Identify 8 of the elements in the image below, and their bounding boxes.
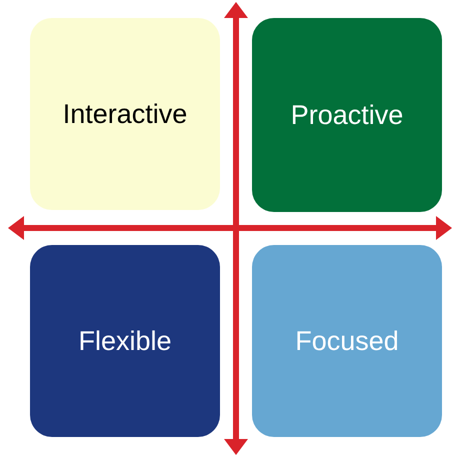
quadrant-label: Flexible bbox=[78, 326, 172, 356]
quadrant-label: Focused bbox=[295, 326, 399, 356]
quadrant-label: Interactive bbox=[62, 98, 188, 130]
quadrant-box bbox=[252, 245, 442, 437]
quadrant-label: Proactive bbox=[290, 100, 404, 130]
quadrant-box bbox=[30, 18, 220, 210]
quadrant-box bbox=[30, 245, 220, 437]
quadrant-box bbox=[252, 18, 442, 212]
